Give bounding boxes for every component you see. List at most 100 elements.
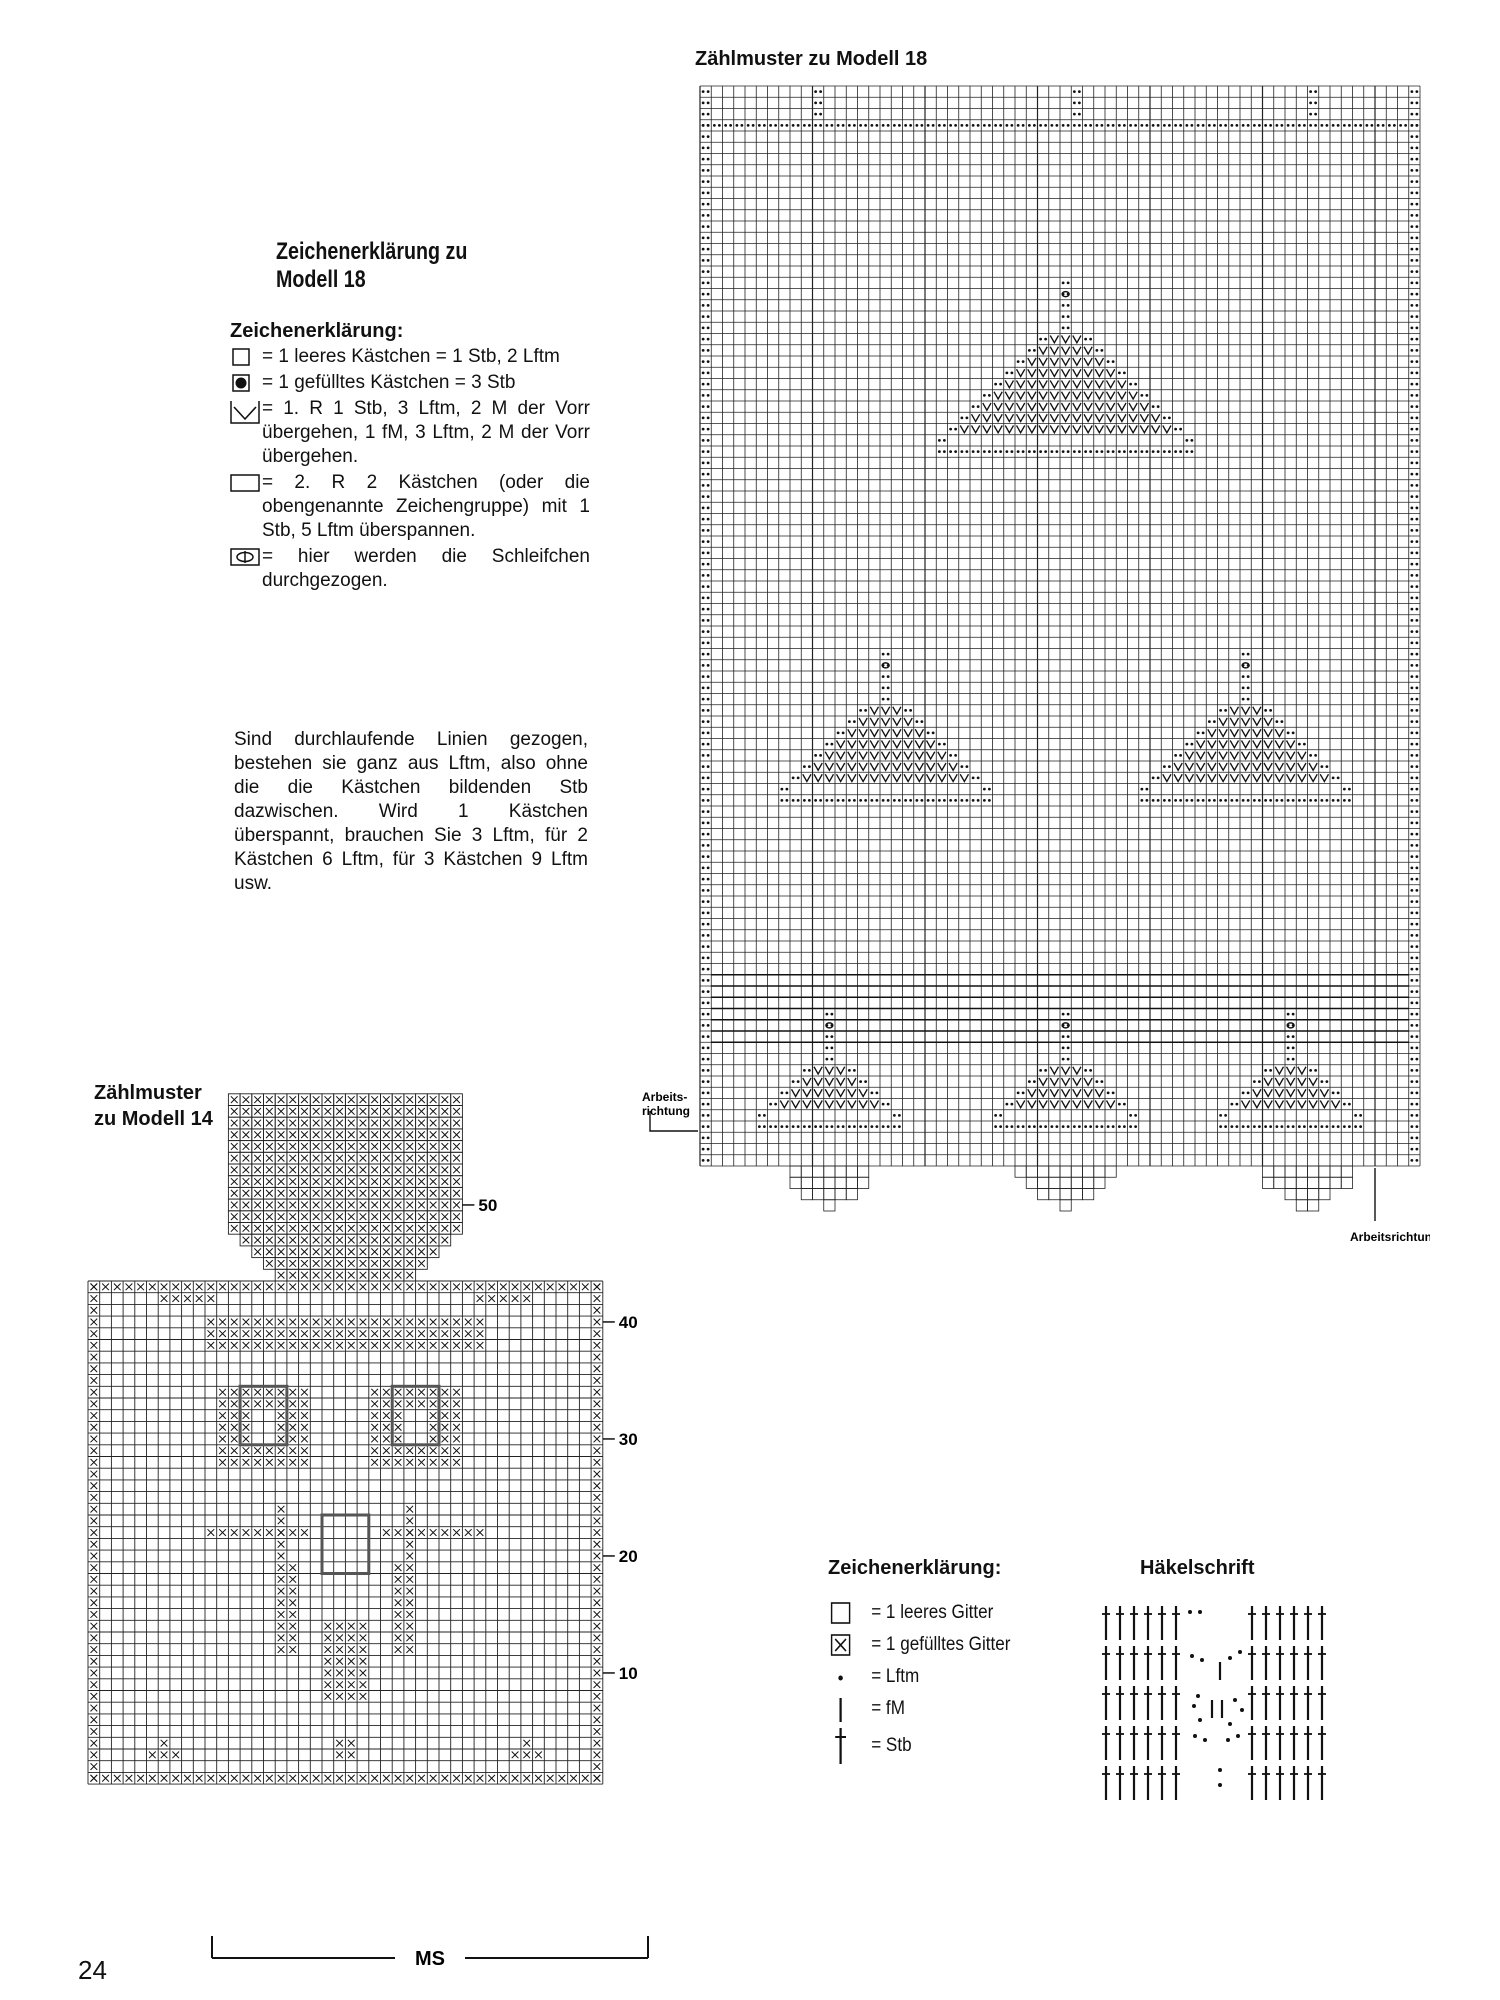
filled-cell-mark: [1415, 979, 1418, 982]
filled-cell-mark: [1067, 124, 1070, 127]
filled-cell-mark: [1112, 124, 1115, 127]
filled-cell-mark: [1410, 259, 1413, 262]
x-mark: [582, 1775, 589, 1782]
v-stitch-mark: [893, 729, 901, 736]
x-mark: [395, 1096, 402, 1103]
filled-cell-mark: [1005, 371, 1008, 374]
model18-legend-subtitle: Zeichenerklärung:: [230, 320, 590, 343]
x-mark: [278, 1120, 285, 1127]
lftm-dot: [1203, 1738, 1207, 1742]
filled-cell-mark: [1410, 900, 1413, 903]
filled-cell-mark: [1242, 124, 1245, 127]
filled-cell-mark: [938, 799, 941, 802]
filled-cell-mark: [814, 754, 817, 757]
x-mark: [278, 1237, 285, 1244]
x-mark: [278, 1412, 285, 1419]
x-mark: [243, 1167, 250, 1174]
v-stitch-mark: [1309, 1101, 1317, 1108]
filled-cell-mark: [702, 810, 705, 813]
legend-text: = 1 leeres Kästchen = 1 Stb, 2 Lftm: [262, 345, 590, 369]
filled-cell-mark: [927, 731, 930, 734]
x-mark: [243, 1447, 250, 1454]
lftm-dot: [1198, 1610, 1202, 1614]
x-mark: [254, 1330, 261, 1337]
filled-cell-mark: [702, 1080, 705, 1083]
x-mark: [442, 1225, 449, 1232]
x-mark: [594, 1670, 601, 1677]
edge-cell: [1285, 1166, 1296, 1177]
filled-cell-mark: [702, 596, 705, 599]
x-mark: [383, 1319, 390, 1326]
x-mark: [219, 1342, 226, 1349]
filled-cell-mark: [1062, 1058, 1065, 1061]
filled-cell-mark: [707, 506, 710, 509]
filled-cell-mark: [920, 720, 923, 723]
filled-cell-mark: [1410, 990, 1413, 993]
filled-cell-mark: [893, 1125, 896, 1128]
filled-cell-mark: [1415, 90, 1418, 93]
v-stitch-mark: [1095, 381, 1103, 388]
x-mark: [371, 1459, 378, 1466]
filled-cell-mark: [837, 124, 840, 127]
filled-cell-mark: [915, 124, 918, 127]
x-mark: [313, 1260, 320, 1267]
x-mark: [535, 1775, 542, 1782]
filled-cell-mark: [707, 968, 710, 971]
x-mark: [383, 1389, 390, 1396]
legend-text: = 2. R 2 Kästchen (oder die obengenannte…: [262, 471, 590, 543]
lftm-dot: [1193, 1734, 1197, 1738]
bar-icon: [828, 1694, 855, 1724]
filled-cell-mark: [1415, 956, 1418, 959]
x-mark: [371, 1178, 378, 1185]
x-mark: [266, 1096, 273, 1103]
x-mark: [418, 1342, 425, 1349]
filled-cell-mark: [1410, 180, 1413, 183]
filled-cell-mark: [1320, 799, 1323, 802]
filled-cell-mark: [1415, 236, 1418, 239]
filled-cell-mark: [1314, 124, 1317, 127]
filled-cell-mark: [1410, 821, 1413, 824]
filled-cell-mark: [1253, 124, 1256, 127]
filled-cell-mark: [1095, 1125, 1098, 1128]
v-stitch-mark: [848, 763, 856, 770]
filled-cell-mark: [702, 360, 705, 363]
x-mark: [301, 1436, 308, 1443]
v-stitch-mark: [1073, 403, 1081, 410]
x-mark: [406, 1564, 413, 1571]
x-mark: [442, 1202, 449, 1209]
filled-cell-mark: [1202, 731, 1205, 734]
v-stitch-mark: [1073, 1101, 1081, 1108]
edge-cell: [1263, 1166, 1274, 1177]
v-stitch-mark: [1017, 414, 1025, 421]
filled-cell-mark: [972, 799, 975, 802]
filled-cell-mark: [870, 799, 873, 802]
model14-legend: Zeichenerklärung: = 1 leeres Gitter = 1 …: [828, 1557, 1031, 1768]
x-mark: [465, 1284, 472, 1291]
x-mark: [371, 1401, 378, 1408]
v-stitch-mark: [1084, 1089, 1092, 1096]
x-mark: [336, 1635, 343, 1642]
x-mark: [336, 1752, 343, 1759]
haekelschrift-diagram: [1100, 1600, 1340, 1830]
x-mark: [278, 1178, 285, 1185]
v-stitch-mark: [1095, 392, 1103, 399]
v-stitch-mark: [1253, 729, 1261, 736]
x-mark: [289, 1775, 296, 1782]
x-mark: [289, 1576, 296, 1583]
filled-cell-mark: [1410, 236, 1413, 239]
v-stitch-mark: [825, 763, 833, 770]
edge-cell: [1083, 1177, 1094, 1188]
filled-cell-mark: [1022, 124, 1025, 127]
x-mark: [289, 1447, 296, 1454]
filled-cell-mark: [1084, 124, 1087, 127]
filled-cell-mark: [1314, 1125, 1317, 1128]
filled-cell-mark: [1415, 360, 1418, 363]
v-stitch-mark: [994, 392, 1002, 399]
filled-cell-mark: [954, 450, 957, 453]
v-stitch-mark: [1028, 358, 1036, 365]
edge-cell: [1274, 1177, 1285, 1188]
filled-cell-mark: [707, 473, 710, 476]
x-mark: [442, 1096, 449, 1103]
x-mark: [406, 1342, 413, 1349]
v-stitch-mark: [1298, 763, 1306, 770]
